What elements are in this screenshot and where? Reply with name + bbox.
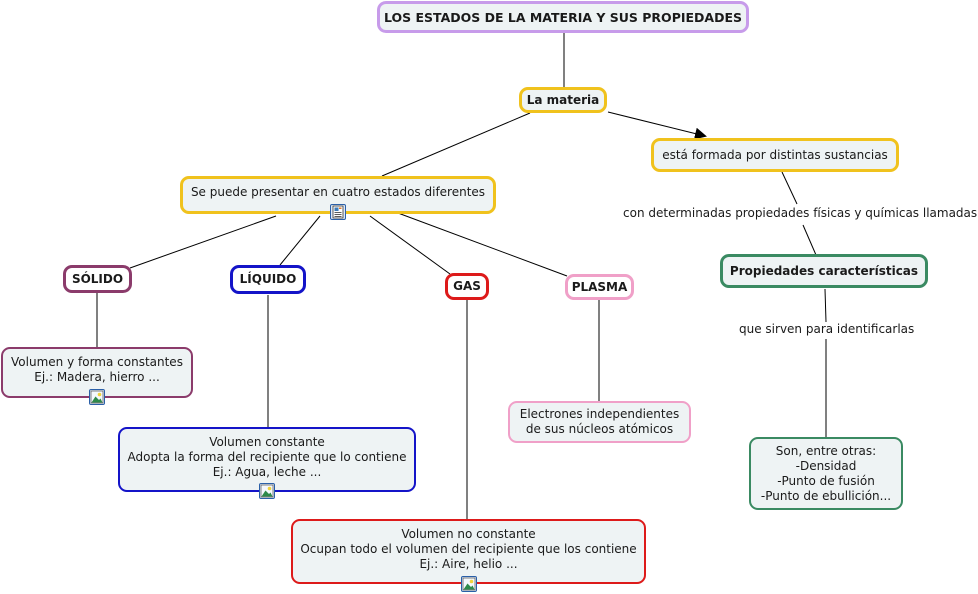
link-states-plasma [397, 212, 568, 277]
properties-examples-line: -Densidad [795, 458, 857, 473]
root-node[interactable]: La materia [519, 87, 607, 113]
solid-desc-line: Volumen y forma constantes [11, 355, 183, 369]
plasma-text: PLASMA [571, 279, 628, 294]
link-root-composition [607, 111, 707, 140]
document-icon[interactable] [330, 204, 346, 220]
solid-desc-node[interactable]: Volumen y forma constantes Ej.: Madera, … [1, 347, 193, 405]
composition-node[interactable]: está formada por distintas sustancias [651, 138, 899, 172]
gas-desc-line: Ocupan todo el volumen del recipiente qu… [300, 542, 637, 556]
link-properties-label [824, 288, 827, 323]
link-states-solid [129, 215, 277, 269]
link-label-identify: que sirven para identificarlas [737, 322, 917, 337]
image-icon[interactable] [259, 483, 275, 499]
properties-examples-node[interactable]: Son, entre otras: -Densidad -Punto de fu… [749, 437, 903, 510]
gas-desc-line: Volumen no constante [401, 527, 536, 541]
plasma-desc-line: Electrones independientes [519, 407, 680, 421]
title-node[interactable]: LOS ESTADOS DE LA MATERIA Y SUS PROPIEDA… [377, 1, 749, 33]
properties-examples-line: Son, entre otras: [775, 443, 877, 458]
properties-node[interactable]: Propiedades características [720, 254, 928, 288]
gas-text: GAS [453, 279, 481, 293]
liquid-desc-node[interactable]: Volumen constante Adopta la forma del re… [118, 427, 416, 499]
gas-node[interactable]: GAS [445, 273, 489, 300]
plasma-desc-node[interactable]: Electrones independientes de sus núcleos… [508, 401, 691, 443]
link-label-composition: con determinadas propiedades físicas y q… [621, 206, 978, 221]
properties-text: Propiedades características [729, 263, 919, 278]
composition-text: está formada por distintas sustancias [662, 147, 888, 162]
liquid-node[interactable]: LÍQUIDO [230, 265, 306, 294]
solid-text: SÓLIDO [71, 271, 124, 286]
image-icon[interactable] [89, 389, 105, 405]
plasma-desc-line: de sus núcleos atómicos [525, 422, 674, 436]
image-icon[interactable] [460, 576, 477, 592]
root-text: La materia [526, 92, 600, 107]
link-states-gas [369, 215, 451, 275]
solid-node[interactable]: SÓLIDO [63, 265, 132, 293]
liquid-desc-line: Ej.: Agua, leche ... [212, 465, 322, 479]
gas-desc-line: Ej.: Aire, helio ... [419, 557, 518, 571]
liquid-desc-line: Volumen constante [209, 435, 325, 449]
properties-examples-line: -Punto de fusión [777, 473, 875, 488]
link-states-liquid [279, 215, 321, 266]
title-text: LOS ESTADOS DE LA MATERIA Y SUS PROPIEDA… [383, 9, 743, 25]
liquid-desc-line: Adopta la forma del recipiente que lo co… [127, 450, 407, 464]
link-label-properties [802, 224, 817, 256]
gas-desc-node[interactable]: Volumen no constante Ocupan todo el volu… [291, 519, 646, 592]
plasma-node[interactable]: PLASMA [565, 274, 634, 300]
properties-examples-line: -Punto de ebullición... [760, 488, 892, 503]
link-root-states [381, 112, 531, 177]
liquid-text: LÍQUIDO [239, 272, 297, 286]
states-intro-text: Se puede presentar en cuatro estados dif… [190, 185, 486, 199]
states-intro-node[interactable]: Se puede presentar en cuatro estados dif… [180, 176, 496, 220]
link-composition-label [781, 171, 798, 205]
solid-desc-line: Ej.: Madera, hierro ... [34, 370, 160, 384]
